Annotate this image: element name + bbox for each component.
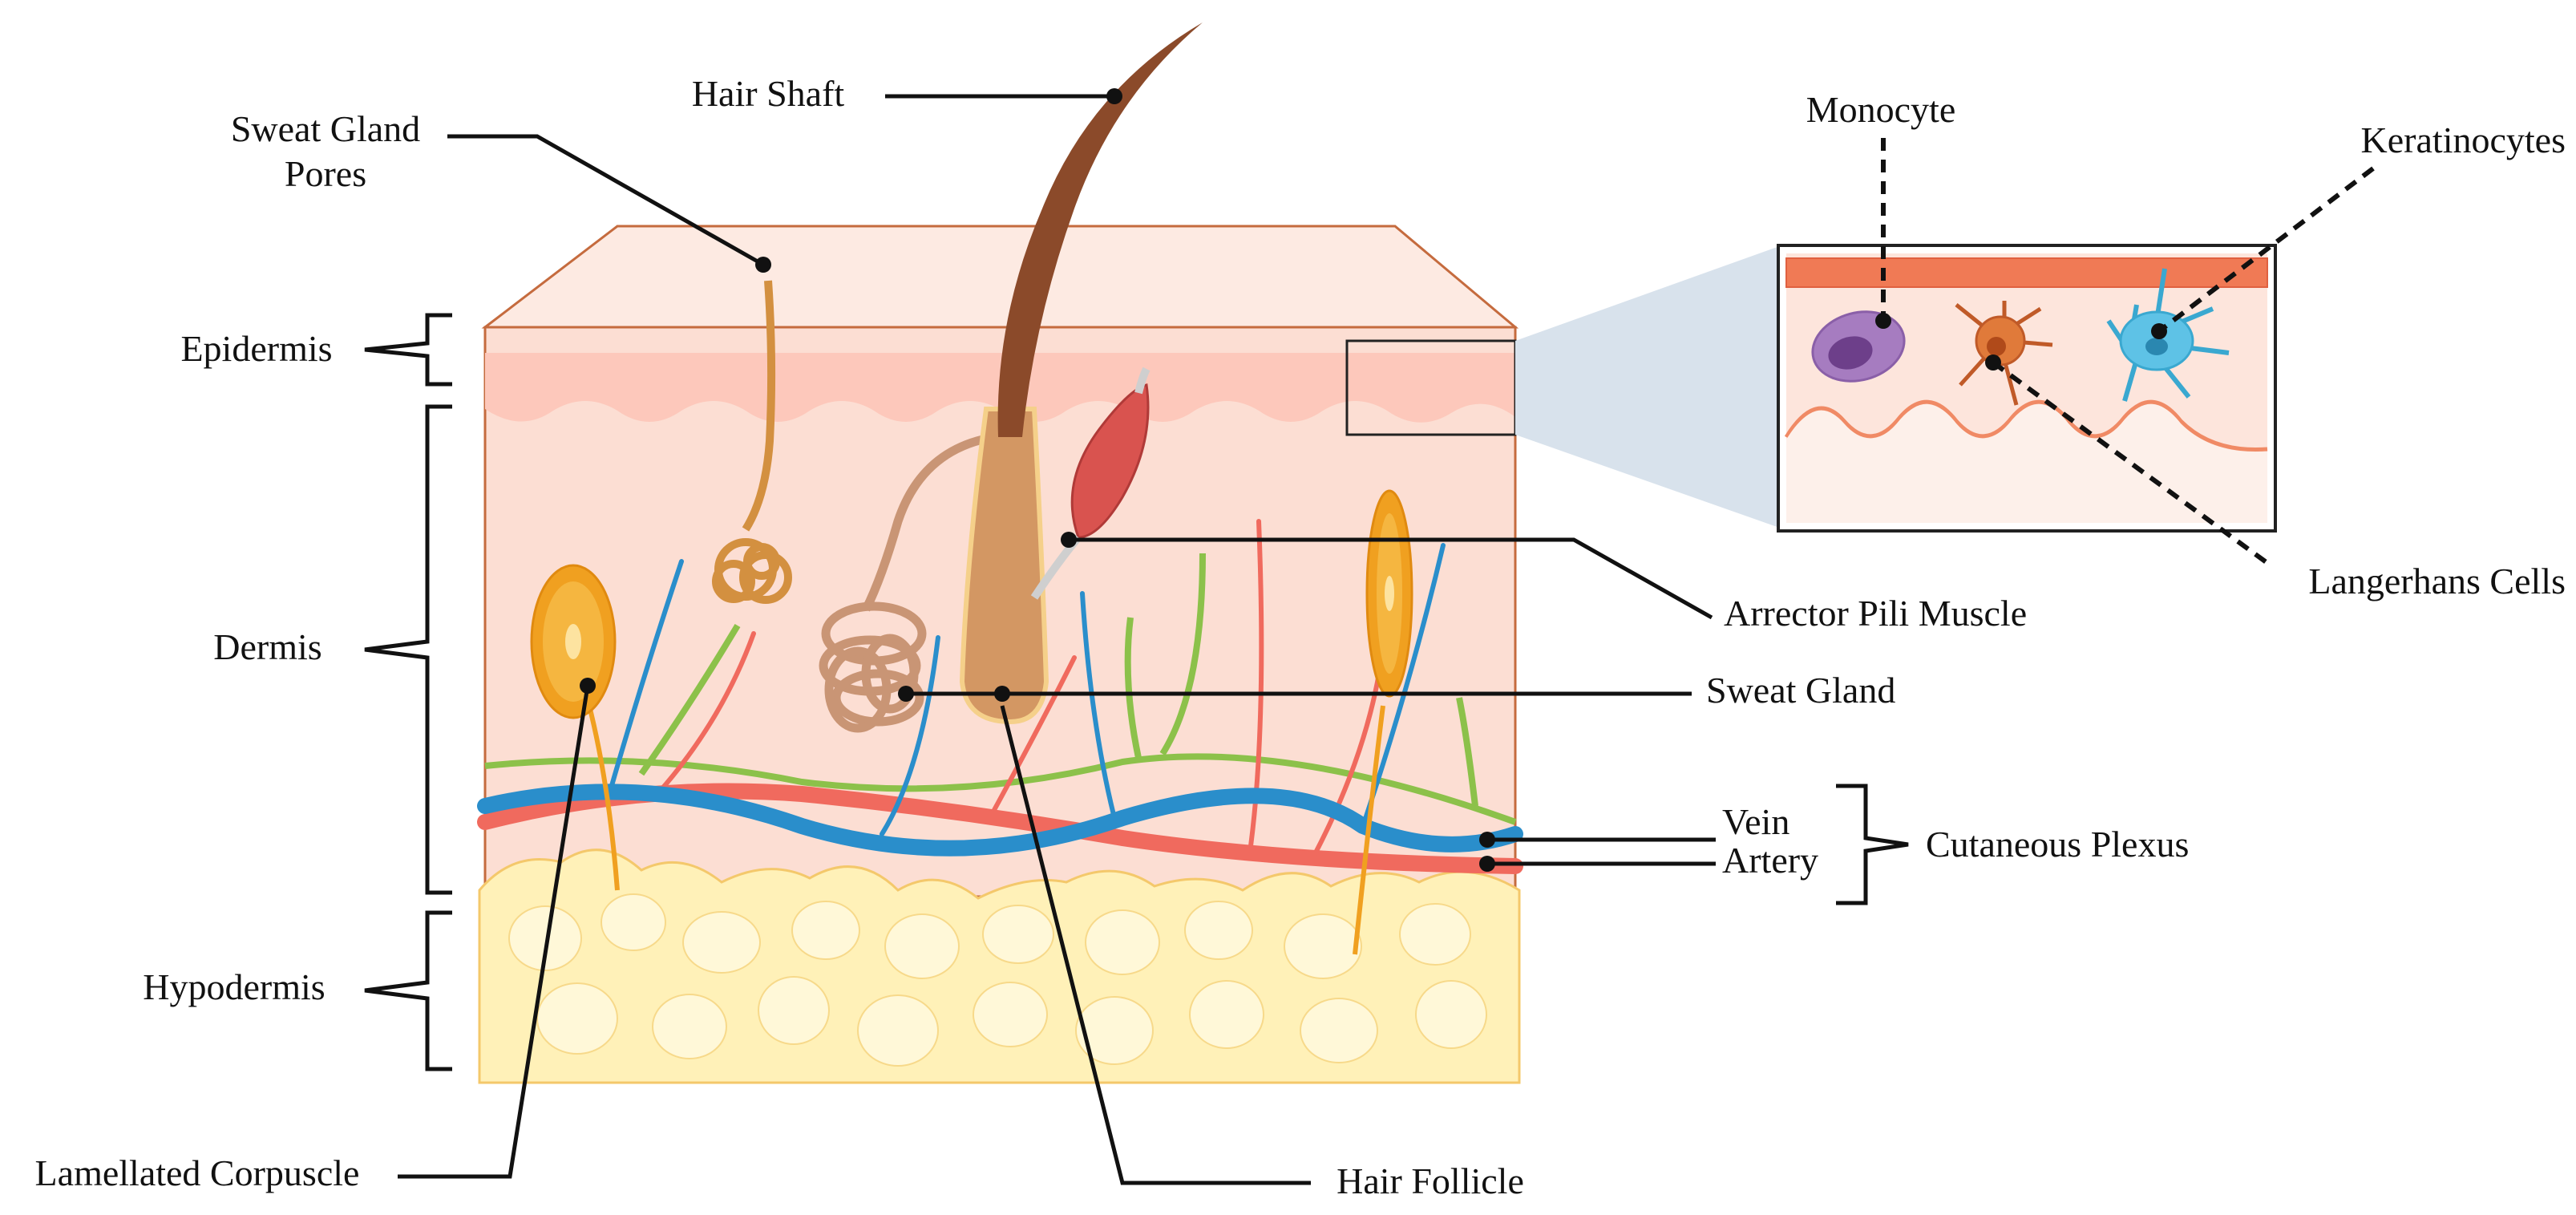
label-keratinocytes: Keratinocytes [2361, 119, 2566, 160]
layer-brackets [364, 313, 1909, 1071]
label-hypodermis: Hypodermis [143, 966, 325, 1007]
epidermis-bracket [364, 313, 452, 387]
cutaneous-plexus-bracket [1836, 784, 1909, 905]
text-labels: Hair Shaft Sweat Gland Pores Epidermis D… [35, 73, 2566, 1201]
label-artery: Artery [1722, 840, 1818, 881]
label-cutaneous-plexus: Cutaneous Plexus [1926, 824, 2189, 865]
label-arrector-pili-muscle: Arrector Pili Muscle [1724, 593, 2027, 634]
label-hair-shaft: Hair Shaft [692, 73, 845, 114]
label-langerhans-cells: Langerhans Cells [2308, 561, 2566, 601]
label-hair-follicle: Hair Follicle [1337, 1160, 1524, 1201]
sweat-gland-pore-duct [712, 280, 792, 604]
lamellated-corpuscle-right [1353, 489, 1413, 955]
label-lamellated-corpuscle: Lamellated Corpuscle [35, 1152, 360, 1193]
label-dermis: Dermis [213, 626, 321, 667]
label-vein: Vein [1722, 801, 1789, 842]
hair-follicle [959, 407, 1049, 725]
fat-cells [508, 893, 1487, 1067]
sweat-gland [819, 432, 995, 733]
skin-top-face [481, 225, 1519, 329]
leader-lines-dashed [1881, 138, 2375, 565]
keratinocytes-leader [2157, 166, 2375, 334]
hair-shaft [997, 22, 1203, 437]
label-monocyte: Monocyte [1806, 89, 1956, 130]
zoom-projection [1515, 245, 1784, 529]
sweat-gland-pores-leader [447, 134, 765, 267]
hypodermis-bracket [364, 910, 452, 1071]
lamellated-corpuscle-leader [398, 685, 590, 1179]
label-epidermis: Epidermis [180, 328, 332, 369]
label-sweat-gland-pores-2: Pores [285, 153, 366, 194]
nerve-fibers [484, 553, 1517, 825]
keratinocyte-cell [2106, 268, 2230, 402]
lamellated-corpuscle-left [530, 564, 620, 891]
inset-panel [1777, 244, 2277, 533]
vein-main [477, 784, 1523, 857]
langerhans-cell [1955, 301, 2053, 406]
arrector-pili-leader [1069, 537, 1713, 620]
langerhans-cells-leader [1992, 360, 2269, 565]
leader-lines [398, 94, 1716, 1185]
dermis-bracket [364, 404, 452, 895]
monocyte-cell [1811, 310, 1906, 383]
leader-dots [580, 88, 2167, 872]
label-sweat-gland: Sweat Gland [1706, 670, 1895, 711]
label-sweat-gland-pores-1: Sweat Gland [231, 108, 420, 149]
hair-follicle-leader [1000, 705, 1311, 1185]
